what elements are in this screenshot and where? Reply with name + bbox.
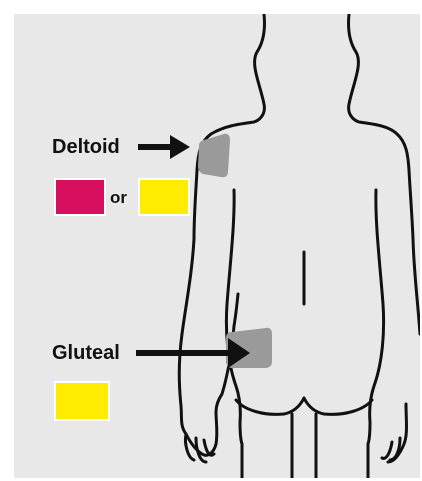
- body-outline-left: [179, 14, 264, 455]
- gluteal-yellow-swatch: [54, 381, 110, 421]
- gluteal-arrow: [136, 338, 250, 368]
- right-torso-edge: [368, 190, 384, 444]
- or-label: or: [110, 188, 127, 208]
- buttocks-line: [236, 398, 372, 414]
- deltoid-magenta-swatch: [54, 178, 106, 216]
- right-hand: [382, 404, 407, 462]
- gluteal-arrow-shaft: [136, 350, 234, 356]
- diagram-panel: Deltoid Gluteal or: [14, 14, 420, 478]
- deltoid-yellow-swatch: [138, 178, 190, 216]
- deltoid-arrow-shaft: [138, 144, 174, 150]
- deltoid-arrow: [138, 135, 190, 159]
- body-outline-right: [349, 14, 420, 334]
- deltoid-label: Deltoid: [52, 136, 120, 159]
- gluteal-label: Gluteal: [52, 342, 120, 365]
- deltoid-injection-site: [198, 134, 230, 177]
- deltoid-arrow-head: [170, 135, 190, 159]
